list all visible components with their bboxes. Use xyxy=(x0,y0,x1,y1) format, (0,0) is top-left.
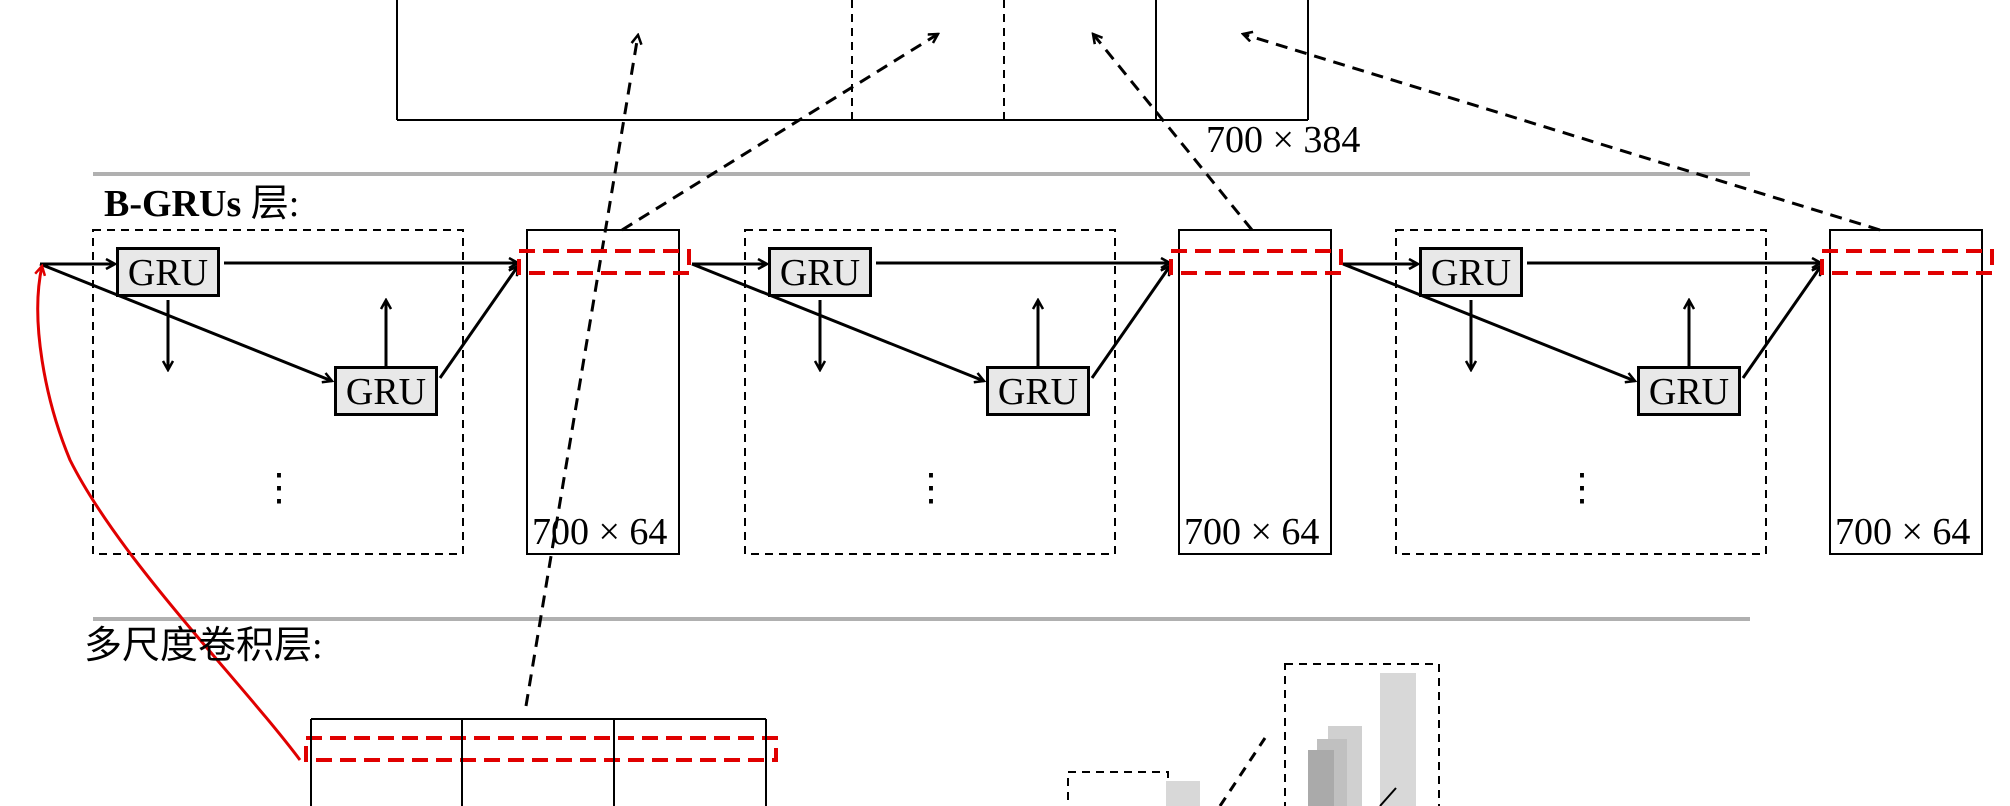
gru-forward-3: GRU xyxy=(1419,247,1523,297)
gru-backward-2: GRU xyxy=(986,366,1090,416)
bgru-block-3: ⋮ xyxy=(1342,229,1983,555)
block-dim-label-3: 700 × 64 xyxy=(1835,511,1971,553)
svg-text:⋮: ⋮ xyxy=(1563,467,1601,509)
block-dim-label-2: 700 × 64 xyxy=(1184,511,1320,553)
concat-arrows xyxy=(524,34,1881,707)
block-dim-label-1: 700 × 64 xyxy=(532,511,668,553)
svg-text:⋮: ⋮ xyxy=(260,467,298,509)
bgru-layer-label-bold: B-GRUs xyxy=(104,183,242,225)
output-matrix xyxy=(396,0,1309,121)
svg-text:⋮: ⋮ xyxy=(912,467,950,509)
input-curve-arrow xyxy=(38,266,302,761)
conv-filters xyxy=(1067,663,1440,806)
bgru-layer-label: B-GRUs 层: xyxy=(104,172,299,227)
conv-layer-label: 多尺度卷积层: xyxy=(84,625,323,667)
gru-backward-3: GRU xyxy=(1637,366,1741,416)
bgru-block-2: ⋮ xyxy=(691,229,1332,555)
gru-backward-1: GRU xyxy=(334,366,438,416)
gru-forward-1: GRU xyxy=(116,247,220,297)
bgru-block-1: ⋮ xyxy=(39,229,680,555)
bgru-layer-label-suffix: 层: xyxy=(241,183,300,225)
gru-forward-2: GRU xyxy=(768,247,872,297)
conv-feature-map xyxy=(310,718,767,806)
highlight-rows xyxy=(304,249,1994,762)
output-dim-label: 700 × 384 xyxy=(1206,119,1361,161)
